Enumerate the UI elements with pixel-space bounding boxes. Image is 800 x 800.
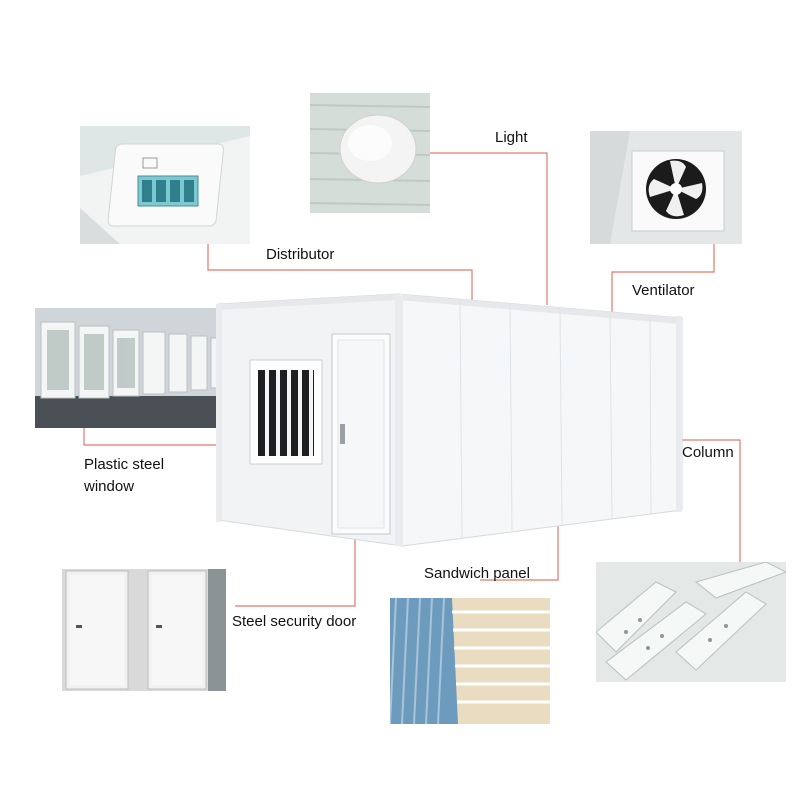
ventilator-photo xyxy=(590,131,742,244)
label-plastic-window-1: Plastic steel xyxy=(84,456,165,473)
label-sandwich-panel: Sandwich panel xyxy=(424,565,530,582)
leader-line-ventilator xyxy=(611,244,715,312)
label-ventilator: Ventilator xyxy=(632,282,695,299)
leader-line-distributor xyxy=(207,244,473,300)
column-photo xyxy=(596,562,786,682)
label-light: Light xyxy=(495,129,528,146)
label-column: Column xyxy=(682,444,734,461)
window-stack-icon xyxy=(35,308,245,428)
breaker-box-icon xyxy=(80,126,250,244)
exhaust-fan-icon xyxy=(590,131,742,244)
sandwich-panel-photo xyxy=(390,598,550,724)
label-security-door: Steel security door xyxy=(232,613,357,630)
label-distributor: Distributor xyxy=(266,246,335,263)
steel-column-icon xyxy=(596,562,786,682)
security-door-photo xyxy=(62,569,226,691)
leader-line-window xyxy=(83,428,270,446)
door-pair-icon xyxy=(62,569,226,691)
distributor-photo xyxy=(80,126,250,244)
container-window xyxy=(249,359,323,465)
label-plastic-window-2: window xyxy=(84,478,135,495)
ceiling-light-icon xyxy=(310,93,430,213)
container-door xyxy=(331,333,391,535)
container-house xyxy=(216,293,683,547)
plastic-window-photo xyxy=(35,308,245,428)
light-photo xyxy=(310,93,430,213)
leader-line-light xyxy=(430,152,548,305)
panel-stack-icon xyxy=(390,598,550,724)
